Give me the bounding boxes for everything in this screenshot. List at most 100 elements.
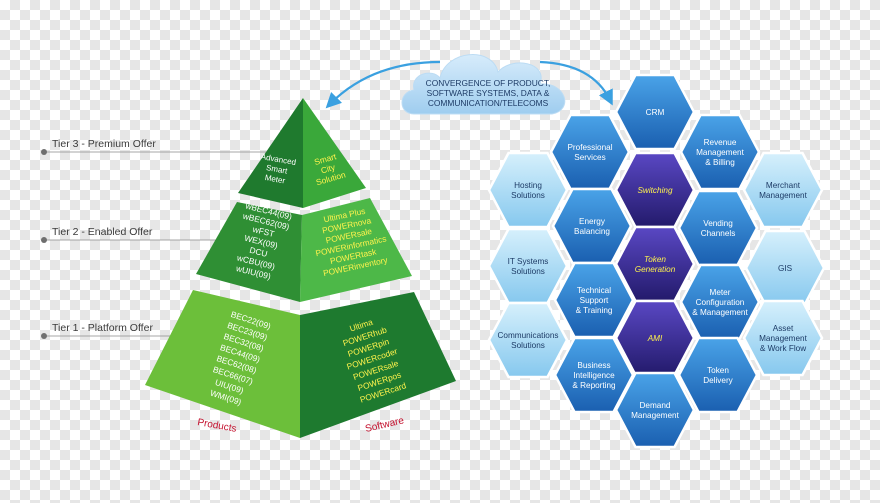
hex-label-line: Professional — [567, 143, 612, 152]
pyramid-base-left-text: BEC22(09)BEC23(09)BEC32(08)BEC44(09)BEC6… — [209, 309, 272, 407]
hex-label-line: Demand — [640, 401, 671, 410]
hex-label-line: Communications — [498, 331, 559, 340]
cloud-caption: CONVERGENCE OF PRODUCT,SOFTWARE SYSTEMS,… — [426, 78, 551, 108]
hex-crm: CRM — [614, 73, 696, 151]
hex-label-line: Channels — [701, 229, 736, 238]
arrow-to-hexes — [539, 60, 613, 106]
hex-business-intelligence-shape — [553, 336, 635, 414]
hex-label-line: Merchant — [766, 181, 801, 190]
cloud-caption-line: COMMUNICATION/TELECOMS — [428, 98, 549, 108]
hex-demand-management-shape — [614, 371, 696, 449]
tier-2-label: Tier 2 - Enabled Offer — [52, 226, 153, 238]
hex-label-line: IT Systems — [508, 257, 549, 266]
hex-label-line: Delivery — [703, 376, 733, 385]
hex-label-line: Token — [707, 366, 729, 375]
hex-switching-label: Switching — [637, 186, 672, 195]
tier-3-label: Tier 3 - Premium Offer — [52, 138, 156, 150]
pyramid-mid-right-text: Ultima PlusPOWERnovaPOWERsalePOWERinform… — [308, 203, 392, 279]
pyramid-top-left-line-item: Smart — [265, 163, 288, 176]
pyramid-top-left-text: AdvancedSmartMeter — [257, 152, 297, 187]
hex-it-systems-shape — [487, 227, 569, 305]
pyramid — [145, 98, 456, 438]
hex-label-line: & Reporting — [572, 381, 616, 390]
hex-label-line: & Management — [692, 308, 748, 317]
hex-label-line: Hosting — [514, 181, 542, 190]
hex-asset-management-shape — [742, 299, 824, 377]
pyramid-top-right-face — [303, 98, 366, 208]
hex-label-line: Support — [580, 296, 609, 305]
pyramid-top-left-line-item: Meter — [264, 173, 286, 185]
pyramid-mid-right-face — [300, 198, 412, 302]
hex-label-line: Revenue — [704, 138, 737, 147]
pyramid-base-right-face — [300, 292, 456, 438]
hex-revenue-shape — [679, 113, 761, 191]
hex-ami-label: AMI — [647, 334, 663, 343]
hex-gis: GIS — [744, 229, 826, 307]
hex-label-line: Configuration — [696, 298, 745, 307]
pyramid-mid-left-face — [196, 202, 302, 302]
hex-label-line: Token — [644, 255, 666, 264]
pyramid-top-right-line-item: City — [320, 162, 337, 176]
hex-label-line: Switching — [637, 186, 672, 195]
hex-label-line: Solutions — [511, 341, 545, 350]
hex-switching: Switching — [614, 151, 696, 229]
hex-label-line: Management — [696, 148, 745, 157]
pyramid-top-left-line-block: AdvancedSmartMeter — [257, 152, 297, 187]
hex-hosting-shape — [487, 151, 569, 229]
hex-label-line: CRM — [646, 108, 665, 117]
tier-2-dot — [41, 237, 47, 243]
hex-crm-shape — [614, 73, 696, 151]
hex-label-line: AMI — [647, 334, 663, 343]
hex-energy-balancing-shape — [551, 187, 633, 265]
hex-label-line: Asset — [773, 324, 794, 333]
hex-label-line: & Training — [576, 306, 613, 315]
hex-label-line: Generation — [635, 265, 676, 274]
pyramid-mid-left-line-block: wBEC44(09)wBEC62(09)wFSTWEX(09)DCUwCBU(0… — [228, 200, 293, 283]
pyramid-mid-right-line-block: Ultima PlusPOWERnovaPOWERsalePOWERinform… — [308, 203, 392, 279]
hex-label-line: Intelligence — [573, 371, 615, 380]
hex-vending-channels-shape — [677, 189, 759, 267]
pyramid-top-left-face — [238, 98, 303, 208]
hex-label-line: Solutions — [511, 267, 545, 276]
pyramid-base-left-face — [145, 290, 300, 438]
hex-label-line: & Billing — [705, 158, 735, 167]
hex-label-line: Meter — [710, 288, 731, 297]
hex-label-line: Business — [577, 361, 610, 370]
tier-3-dot — [41, 149, 47, 155]
hex-label-line: Management — [759, 334, 808, 343]
convergence-cloud — [401, 54, 566, 115]
hex-crm-label: CRM — [646, 108, 665, 117]
tier-1-dot — [41, 333, 47, 339]
hex-label-line: Management — [631, 411, 680, 420]
hex-gis-label: GIS — [778, 264, 793, 273]
software-label: Software — [364, 415, 405, 435]
hex-label-line: Balancing — [574, 227, 610, 236]
pyramid-mid-left-text: wBEC44(09)wBEC62(09)wFSTWEX(09)DCUwCBU(0… — [228, 200, 293, 283]
hex-label-line: GIS — [778, 264, 793, 273]
